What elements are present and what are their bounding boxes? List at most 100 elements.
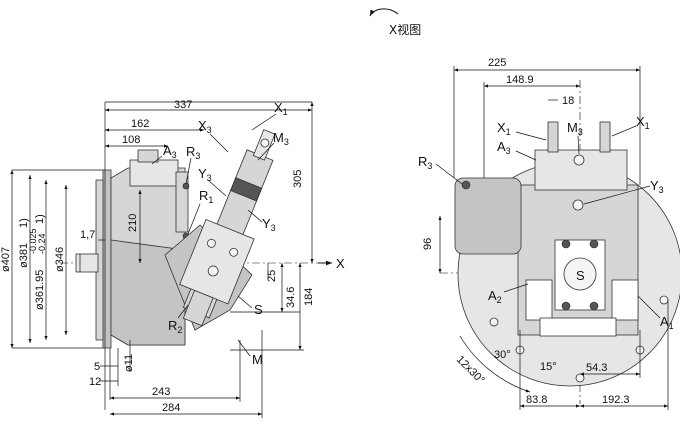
valve-bottom — [182, 289, 214, 327]
dim-d381: ø381 — [18, 243, 30, 268]
dim-225: 225 — [488, 57, 506, 69]
leader-r3-side — [185, 157, 192, 185]
angle-30-arc — [459, 335, 531, 393]
label-s-front: S — [576, 268, 585, 283]
manifold-port-1 — [207, 238, 216, 248]
port-s-bore — [563, 257, 597, 291]
dim-18: 18 — [562, 95, 574, 107]
side-view: 305 337 162 108 ø407 ø381 1) ø361.95 -0.… — [0, 99, 345, 418]
leader-y3-front — [583, 185, 651, 205]
leader-s-side — [237, 295, 253, 309]
leader-x1-front-right — [611, 125, 637, 137]
label-y3-upper: Y3 — [198, 166, 212, 183]
label-x3: X3 — [198, 118, 212, 135]
s-bolt-1 — [561, 239, 571, 249]
dim-12: 12 — [89, 376, 101, 388]
dim-284: 284 — [162, 402, 180, 414]
view-rotation-arrow — [369, 8, 399, 17]
label-r1: R1 — [199, 188, 213, 205]
drive-shaft — [75, 253, 99, 273]
label-m3-front: M3 — [567, 120, 583, 137]
label-r2-side: R2 — [168, 318, 182, 335]
dim-d361-tol-b: -0.24 — [37, 233, 47, 254]
dim-305: 305 — [292, 170, 304, 188]
leader-m-side — [237, 339, 251, 357]
leader-y3-lower — [247, 209, 263, 223]
port-a2-pad — [525, 279, 553, 321]
dim-d381-note: 1) — [18, 218, 30, 228]
view-label: X视图 — [389, 22, 421, 37]
port-m3-front — [573, 154, 585, 166]
control-valve-column — [179, 129, 276, 327]
dim-54-3: 54.3 — [586, 362, 607, 374]
dim-5: 5 — [94, 361, 100, 373]
dim-34-6: 34.6 — [285, 287, 297, 308]
dim-30deg: 30° — [494, 349, 511, 361]
dim-148-9: 148.9 — [506, 74, 534, 86]
dim-184: 184 — [303, 288, 315, 306]
leader-a1-front — [637, 295, 661, 319]
dim-162: 162 — [131, 118, 149, 130]
label-m-side: M — [252, 352, 263, 367]
s-bolt-3 — [561, 301, 571, 311]
dim-d11: ø11 — [123, 354, 135, 372]
dim-15deg: 15° — [540, 361, 557, 373]
dim-1-7: 1,7 — [80, 229, 95, 241]
leader-a2-front — [503, 283, 529, 293]
flange-bolt-hole-3 — [575, 373, 585, 383]
front-view: 225 148.9 18 96 12x30° 30° 15° 54.3 83.8… — [418, 57, 680, 410]
leader-x3 — [209, 133, 229, 153]
dim-d361: ø361.95 — [34, 270, 46, 310]
dim-d361-tol-a: -0.025 — [28, 228, 38, 254]
mounting-flange — [102, 169, 112, 349]
manifold-port-3 — [207, 265, 219, 277]
leader-r3-front — [435, 163, 463, 185]
valve-band — [230, 177, 263, 202]
label-r3-side: R3 — [186, 144, 200, 161]
label-r3-front: R3 — [418, 154, 432, 171]
label-a3-front: A3 — [497, 139, 511, 156]
flange-bolt-hole-5 — [659, 295, 669, 305]
label-x1-side: X1 — [274, 100, 288, 117]
label-x-direction: X — [336, 256, 345, 271]
flange-bolt-hole-1 — [489, 317, 499, 327]
leader-x1-side — [251, 113, 277, 131]
s-bolt-4 — [589, 301, 599, 311]
manifold-port-2 — [229, 247, 239, 257]
leader-a3 — [151, 155, 163, 165]
dim-192-3: 192.3 — [602, 394, 630, 406]
label-m3-side: M3 — [273, 130, 289, 147]
label-s-side: S — [254, 302, 263, 317]
leader-m3-side — [257, 142, 275, 161]
dim-25: 25 — [266, 270, 278, 282]
label-x1-front-right: X1 — [636, 114, 650, 131]
fitting-x1-right — [599, 121, 611, 153]
label-y3-lower: Y3 — [262, 216, 276, 233]
port-cap-a3 — [137, 149, 159, 163]
s-bolt-2 — [589, 239, 599, 249]
leader-m3-front — [577, 135, 580, 155]
port-r3-front — [461, 180, 471, 190]
housing-rib — [175, 171, 189, 233]
dim-210: 210 — [127, 214, 139, 232]
bottom-clamp — [539, 317, 617, 337]
port-block-a3 — [129, 159, 179, 187]
dim-83-8: 83.8 — [526, 394, 547, 406]
leader-r2-side — [177, 304, 189, 319]
label-a1-front: A1 — [660, 314, 674, 331]
port-a1-pad — [611, 279, 639, 321]
dim-108: 108 — [122, 134, 140, 146]
fitting-x1-left — [547, 121, 559, 153]
dim-337: 337 — [174, 99, 192, 111]
label-x1-front-left: X1 — [497, 120, 511, 137]
leader-a3-front — [515, 150, 537, 161]
r3-accessory-box — [454, 177, 522, 255]
dim-243: 243 — [152, 386, 170, 398]
dim-12x30: 12x30° — [454, 354, 487, 387]
leader-x1-front-left — [515, 131, 547, 141]
dim-96: 96 — [422, 238, 434, 250]
label-a2-front: A2 — [488, 288, 502, 305]
leader-r1 — [187, 203, 201, 235]
label-y3-front: Y3 — [650, 178, 664, 195]
